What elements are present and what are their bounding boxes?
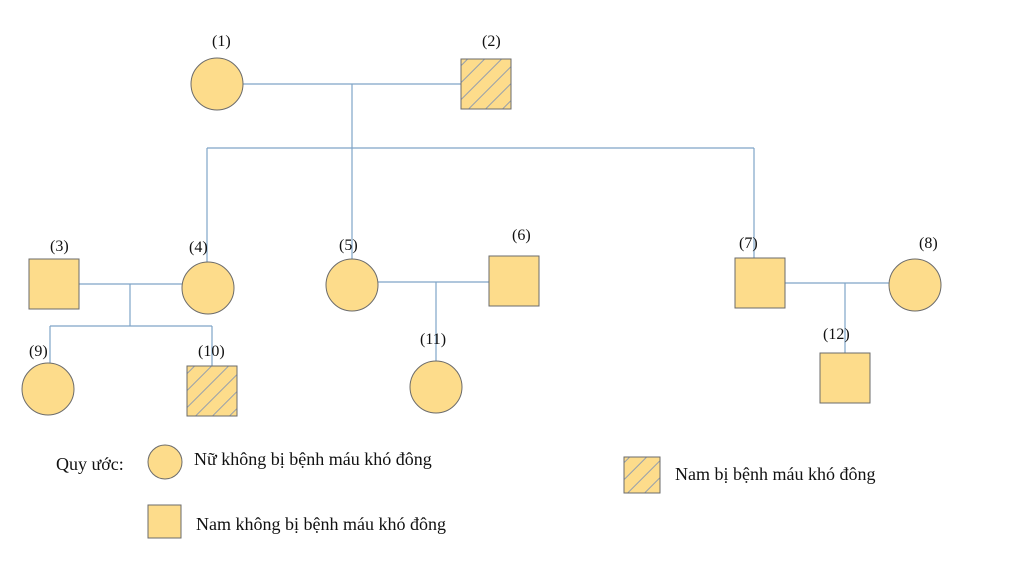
member-11-female-normal bbox=[409, 360, 463, 414]
member-label-12: (12) bbox=[823, 326, 850, 343]
member-label-1: (1) bbox=[212, 33, 231, 50]
member-label-4: (4) bbox=[189, 239, 208, 256]
member-label-3: (3) bbox=[50, 238, 69, 255]
member-label-7: (7) bbox=[739, 235, 758, 252]
member-label-5: (5) bbox=[339, 237, 358, 254]
member-7-male-normal bbox=[734, 257, 786, 309]
member-2-male-affected bbox=[460, 58, 512, 110]
member-5-female-normal bbox=[325, 258, 379, 312]
member-10-male-affected bbox=[186, 365, 238, 417]
legend-male-normal-label: Nam không bị bệnh máu khó đông bbox=[196, 514, 446, 534]
legend: Quy ước: Nữ không bị bệnh máu khó đông N… bbox=[56, 444, 875, 539]
member-3-male-normal bbox=[28, 258, 80, 310]
legend-female-normal-symbol bbox=[147, 444, 183, 480]
member-label-11: (11) bbox=[420, 331, 446, 348]
legend-male-affected-label: Nam bị bệnh máu khó đông bbox=[675, 464, 875, 484]
member-4-female-normal bbox=[181, 261, 235, 315]
legend-male-affected-symbol bbox=[623, 456, 661, 494]
family-members: (1) (2) (3) (4) (5) (6) (7) (8) (9) (10) (11) (12) bbox=[21, 33, 942, 417]
legend-title: Quy ước: bbox=[56, 454, 124, 474]
member-12-male-normal bbox=[819, 352, 871, 404]
legend-female-normal-label: Nữ không bị bệnh máu khó đông bbox=[194, 449, 432, 469]
member-label-10: (10) bbox=[198, 343, 225, 360]
legend-male-normal-symbol bbox=[147, 504, 182, 539]
member-8-female-normal bbox=[888, 258, 942, 312]
member-label-6: (6) bbox=[512, 227, 531, 244]
member-label-9: (9) bbox=[29, 343, 48, 360]
member-6-male-normal bbox=[488, 255, 540, 307]
member-1-female-normal bbox=[190, 57, 244, 111]
member-9-female-normal bbox=[21, 362, 75, 416]
member-label-2: (2) bbox=[482, 33, 501, 50]
member-label-8: (8) bbox=[919, 235, 938, 252]
relationship-lines bbox=[49, 83, 889, 366]
